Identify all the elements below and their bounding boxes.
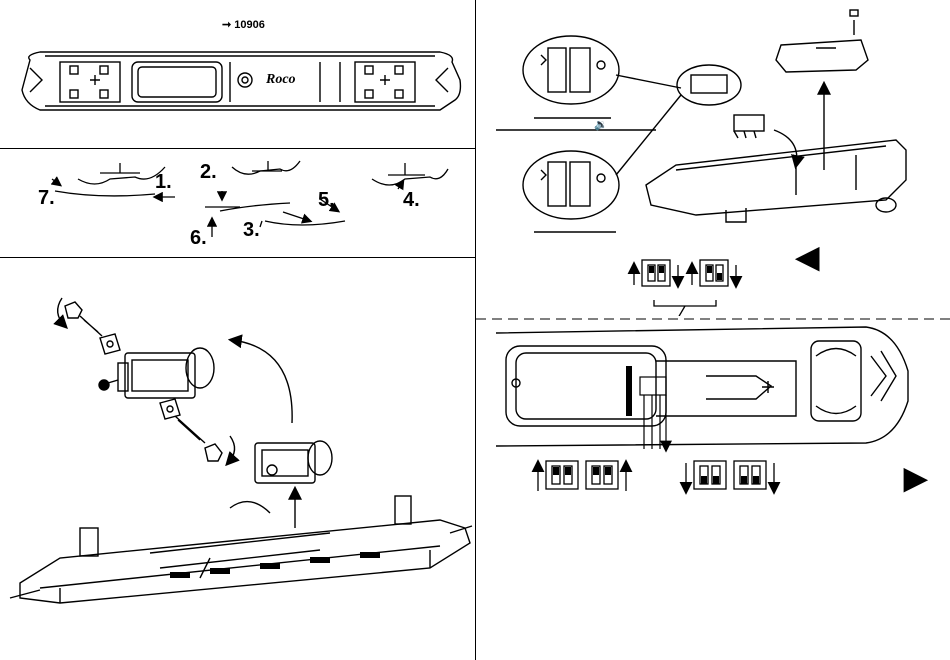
part-reference: ➞ 10906 [222, 18, 265, 31]
panel-decoder-install: 🔉 ◀ [476, 0, 950, 316]
step-label-1: 1. [155, 171, 172, 194]
speaker-icon: 🔉 [594, 118, 608, 131]
decoder-install-drawing [476, 0, 950, 316]
panel-motor-exchange [0, 258, 475, 660]
direction-arrow-icon: ◀ [796, 240, 819, 275]
panel-dip-switch-settings: ▶ [476, 321, 950, 660]
step-label-6: 6. [190, 227, 207, 250]
motor-exchange-drawing [0, 258, 475, 660]
step-label-4: 4. [403, 189, 420, 212]
dip-switch-settings-drawing [476, 321, 950, 660]
panel-coupling-steps: 1. 2. 3. 4. 5. 6. 7. [0, 149, 475, 257]
rotation-arrow-icon [228, 436, 235, 463]
step-label-7: 7. [38, 187, 55, 210]
step-label-3: 3. [243, 219, 260, 242]
rotation-arrow-icon [58, 298, 65, 326]
part-arrow-icon: ➞ [222, 19, 231, 31]
brand-logo: Roco [266, 72, 296, 88]
direction-arrow-icon: ▶ [904, 461, 927, 496]
step-label-2: 2. [200, 161, 217, 184]
part-number: 10906 [234, 19, 265, 31]
step-label-5: 5. [318, 189, 335, 212]
panel-chassis-top: ➞ 10906 Roco [0, 0, 475, 148]
